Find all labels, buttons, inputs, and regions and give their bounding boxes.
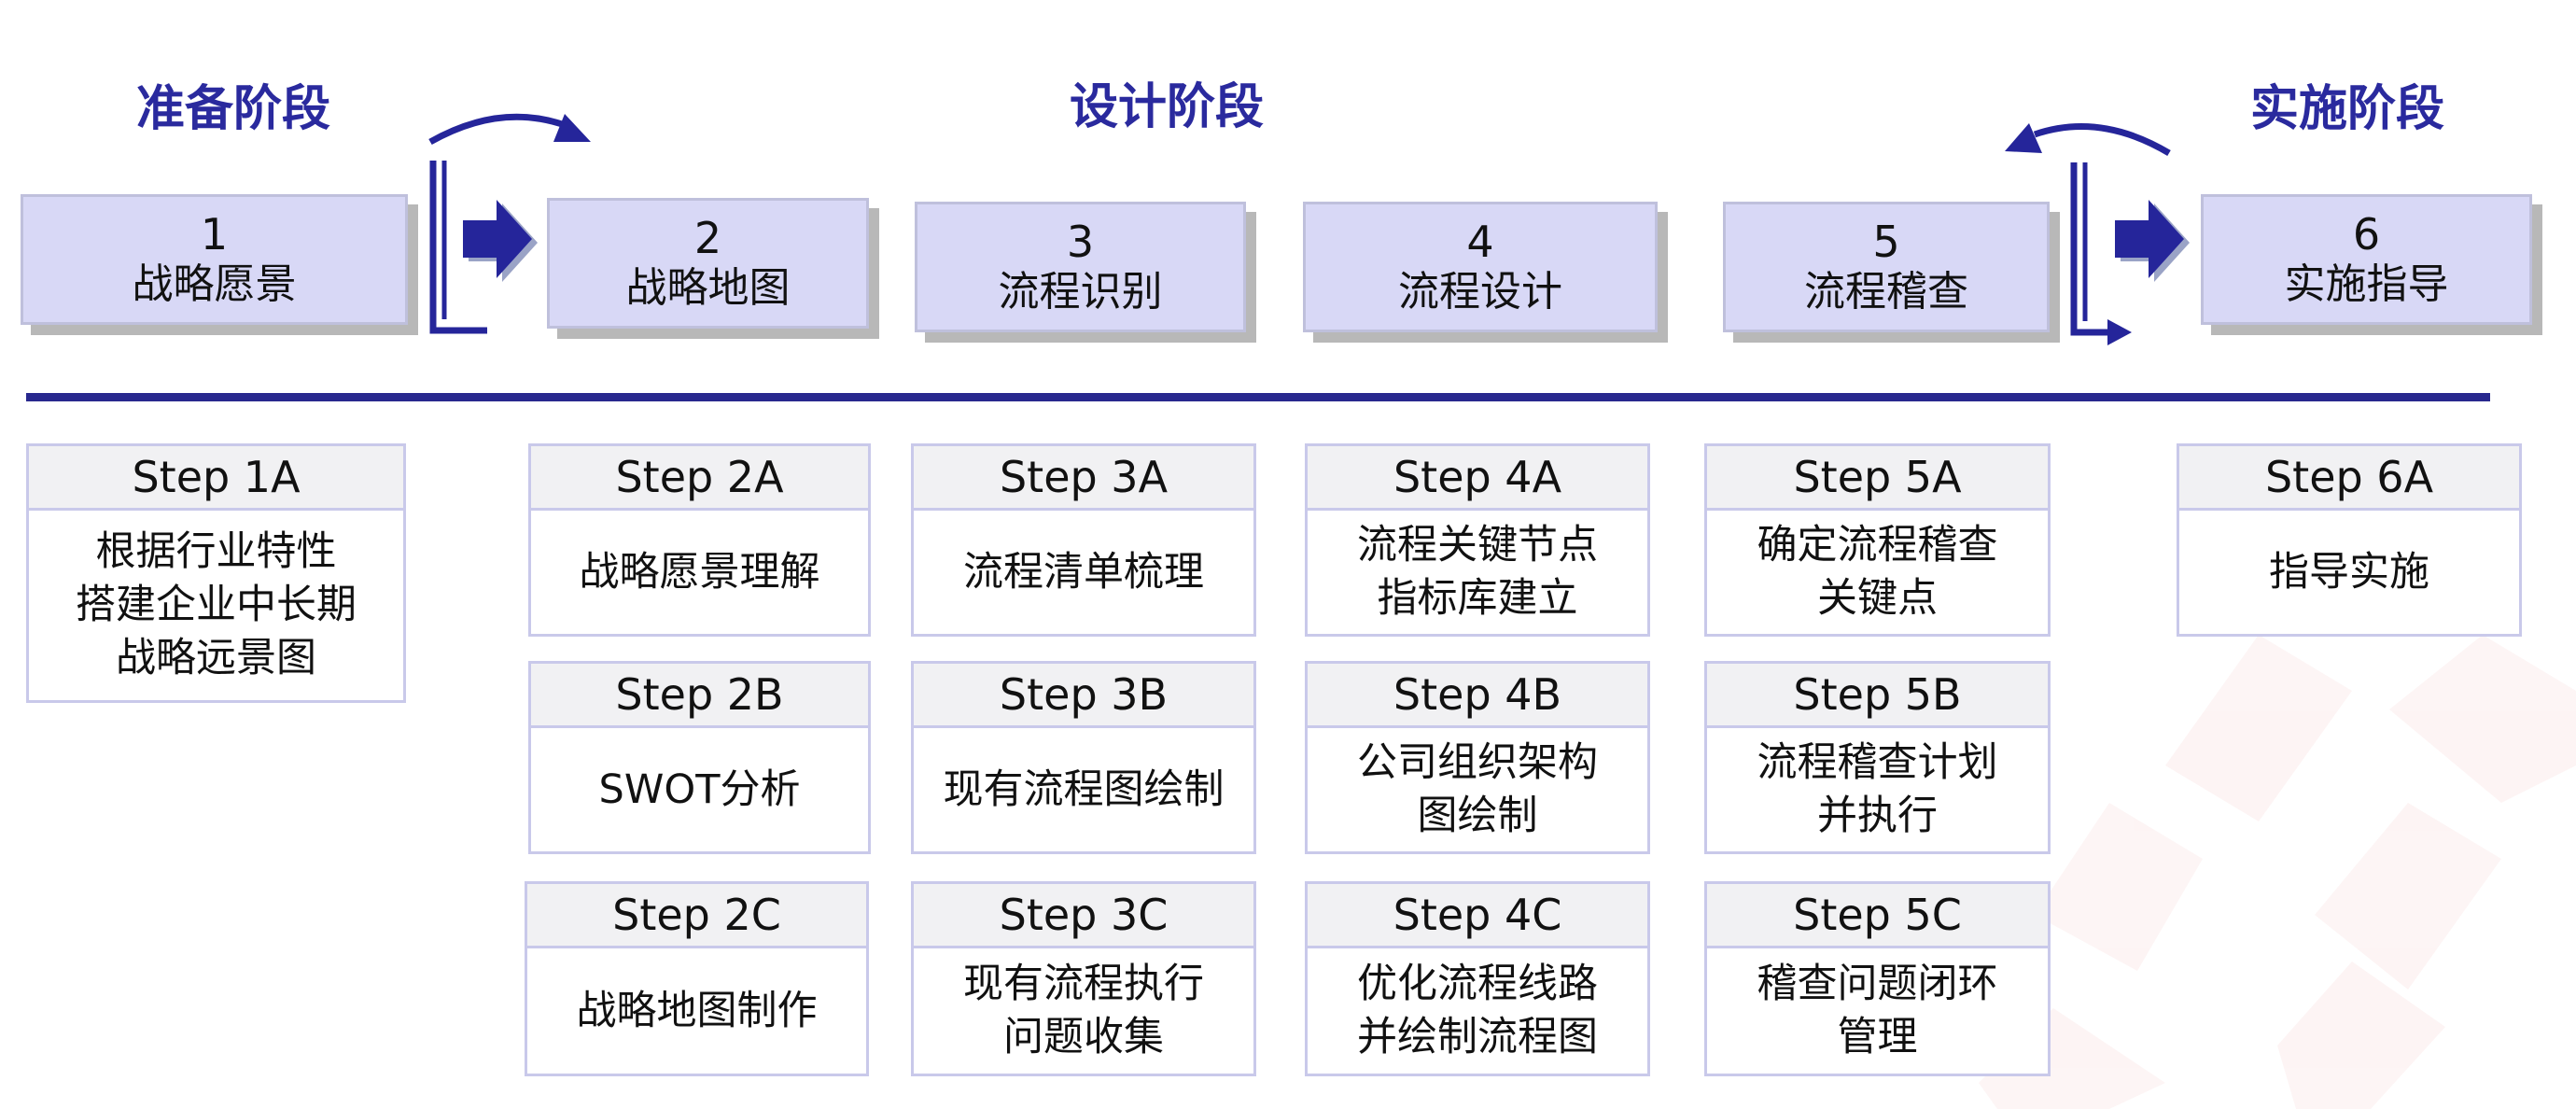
stage-name: 实施指导 bbox=[2284, 260, 2449, 308]
step-description: 稽查问题闭环 管理 bbox=[1757, 961, 1998, 1060]
step-title: Step 4C bbox=[1308, 884, 1647, 948]
step-card-6a: Step 6A 指导实施 bbox=[2177, 443, 2522, 637]
stage-box-4: 4 流程设计 bbox=[1303, 202, 1658, 332]
step-description: 指导实施 bbox=[2269, 548, 2429, 596]
step-card-5b: Step 5B 流程稽查计划 并执行 bbox=[1704, 661, 2051, 854]
stage-name: 战略地图 bbox=[625, 264, 791, 312]
step-description: 优化流程线路 并绘制流程图 bbox=[1357, 961, 1598, 1060]
step-title: Step 1A bbox=[29, 446, 403, 511]
stage-number: 1 bbox=[200, 209, 229, 260]
step-description: 流程关键节点 指标库建立 bbox=[1357, 522, 1598, 622]
stage-name: 流程稽查 bbox=[1804, 268, 1968, 316]
step-card-5a: Step 5A 确定流程稽查 关键点 bbox=[1704, 443, 2051, 637]
stage-name: 流程识别 bbox=[998, 268, 1163, 316]
step-description: 确定流程稽查 关键点 bbox=[1757, 522, 1998, 622]
step-title: Step 3A bbox=[914, 446, 1253, 511]
stage-number: 2 bbox=[693, 213, 722, 263]
step-title: Step 6A bbox=[2179, 446, 2519, 511]
step-description: 根据行业特性 搭建企业中长期 战略远景图 bbox=[76, 528, 357, 681]
timeline-divider bbox=[26, 393, 2490, 401]
step-card-1a: Step 1A 根据行业特性 搭建企业中长期 战略远景图 bbox=[26, 443, 406, 703]
step-title: Step 2A bbox=[531, 446, 868, 511]
step-title: Step 2C bbox=[527, 884, 866, 948]
block-arrow-icon bbox=[463, 200, 538, 282]
step-card-2c: Step 2C 战略地图制作 bbox=[525, 881, 869, 1076]
step-title: Step 3B bbox=[914, 664, 1253, 728]
step-title: Step 2B bbox=[531, 664, 868, 728]
step-card-2a: Step 2A 战略愿景理解 bbox=[528, 443, 871, 637]
step-title: Step 5B bbox=[1707, 664, 2048, 728]
stage-box-1: 1 战略愿景 bbox=[21, 194, 408, 325]
stage-box-2: 2 战略地图 bbox=[547, 198, 869, 329]
step-description: 战略愿景理解 bbox=[579, 548, 820, 596]
step-description: 现有流程执行 问题收集 bbox=[963, 961, 1204, 1060]
block-arrow-icon-right bbox=[2115, 200, 2190, 282]
step-description: 公司组织架构 图绘制 bbox=[1357, 739, 1598, 839]
step-card-3b: Step 3B 现有流程图绘制 bbox=[911, 661, 1256, 854]
stage-number: 5 bbox=[1872, 217, 1900, 267]
stage-box-5: 5 流程稽查 bbox=[1723, 202, 2050, 332]
stage-box-6: 6 实施指导 bbox=[2201, 194, 2532, 325]
step-title: Step 5A bbox=[1707, 446, 2048, 511]
phase-label-design: 设计阶段 bbox=[1069, 79, 1264, 135]
step-description: 战略地图制作 bbox=[576, 987, 818, 1034]
step-description: 现有流程图绘制 bbox=[943, 765, 1225, 813]
step-description: SWOT分析 bbox=[598, 765, 801, 813]
step-card-3c: Step 3C 现有流程执行 问题收集 bbox=[911, 881, 1256, 1076]
step-title: Step 4B bbox=[1308, 664, 1647, 728]
stage-box-3: 3 流程识别 bbox=[915, 202, 1246, 332]
phase-label-prep: 准备阶段 bbox=[135, 81, 330, 137]
step-card-4b: Step 4B 公司组织架构 图绘制 bbox=[1305, 661, 1650, 854]
logo-watermark bbox=[1979, 635, 2576, 1109]
step-card-5c: Step 5C 稽查问题闭环 管理 bbox=[1704, 881, 2051, 1076]
step-card-4c: Step 4C 优化流程线路 并绘制流程图 bbox=[1305, 881, 1650, 1076]
stage-number: 6 bbox=[2352, 209, 2381, 260]
step-card-4a: Step 4A 流程关键节点 指标库建立 bbox=[1305, 443, 1650, 637]
step-description: 流程稽查计划 并执行 bbox=[1757, 739, 1998, 839]
stage-number: 3 bbox=[1066, 217, 1095, 267]
step-card-2b: Step 2B SWOT分析 bbox=[528, 661, 871, 854]
stage-name: 战略愿景 bbox=[132, 260, 297, 308]
curved-arrow-icon bbox=[428, 113, 591, 146]
curved-arrow-icon-left bbox=[2005, 123, 2171, 157]
bracket-connector-icon bbox=[429, 161, 487, 334]
stage-number: 4 bbox=[1466, 217, 1494, 267]
step-card-3a: Step 3A 流程清单梳理 bbox=[911, 443, 1256, 637]
step-title: Step 5C bbox=[1707, 884, 2048, 948]
step-title: Step 3C bbox=[914, 884, 1253, 948]
bracket-connector-icon-right bbox=[2070, 162, 2132, 345]
step-description: 流程清单梳理 bbox=[963, 548, 1204, 596]
phase-label-implement: 实施阶段 bbox=[2249, 81, 2444, 137]
stage-name: 流程设计 bbox=[1398, 268, 1562, 316]
step-title: Step 4A bbox=[1308, 446, 1647, 511]
